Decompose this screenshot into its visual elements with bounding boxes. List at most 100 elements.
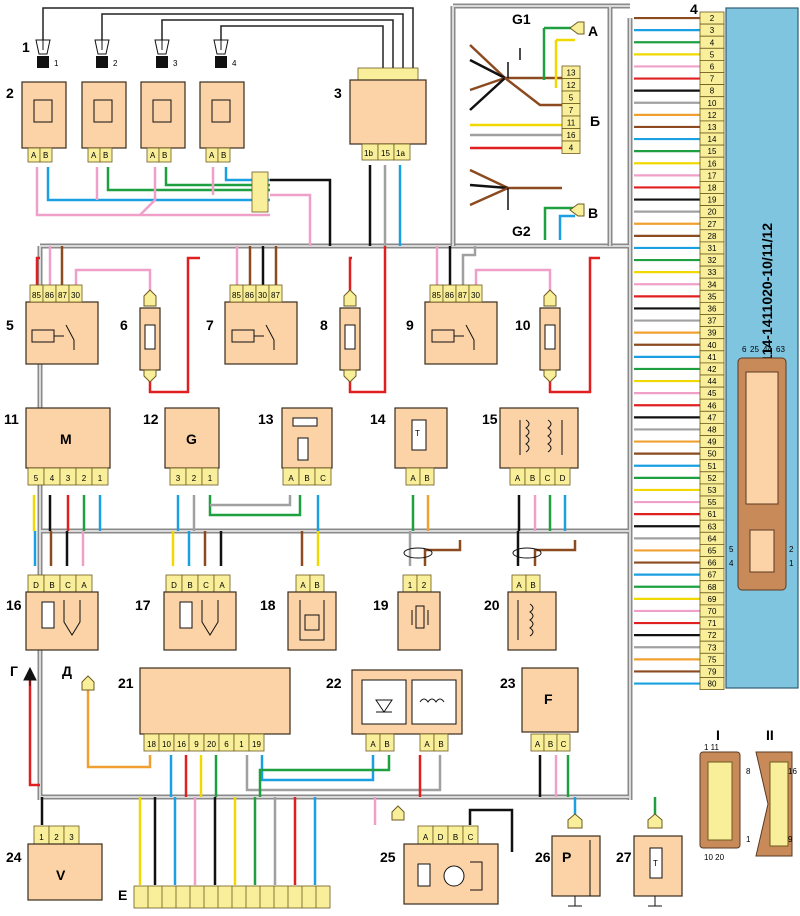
- callout-18: 18: [260, 597, 276, 613]
- pin-box: [268, 284, 283, 303]
- ecu-pin-label: 75: [708, 655, 717, 664]
- pin-label: B: [187, 581, 192, 590]
- pin-label: B: [314, 581, 319, 590]
- pin-label: C: [545, 474, 551, 483]
- callout-24: 24: [6, 849, 22, 865]
- pin-label: D: [438, 833, 444, 842]
- ecu-pin-label: 63: [708, 522, 717, 531]
- motor-label: M: [60, 431, 72, 447]
- ecu-pin-label: 48: [708, 426, 717, 435]
- pin-label: B: [548, 740, 553, 749]
- pin-label: A: [424, 740, 430, 749]
- ecu-pin-label: 73: [708, 643, 717, 652]
- ecu-conn-num-4: 4: [729, 559, 734, 568]
- plug-num-1: 1: [54, 59, 59, 68]
- pin-box: [248, 733, 265, 752]
- ecu-pin-label: 3: [710, 26, 715, 35]
- pin-label: 30: [71, 291, 80, 300]
- injector-1: A B: [21, 81, 67, 163]
- pin-box: [91, 467, 109, 486]
- spark-plug-2-icon: [94, 39, 110, 68]
- pin-label: 30: [471, 291, 480, 300]
- spark-plug-3-icon: [154, 39, 170, 68]
- callout-2: 2: [6, 85, 14, 101]
- pin-label: 2: [422, 581, 427, 590]
- ecu-pin-label: 32: [708, 256, 717, 265]
- ecu-pin-label: 37: [708, 317, 717, 326]
- pin-label: 13: [567, 69, 576, 78]
- pin-label: B: [384, 740, 389, 749]
- pin-box: [468, 284, 483, 303]
- ecu-pin-label: 35: [708, 292, 717, 301]
- pin-label: A: [516, 581, 522, 590]
- callout-1: 1: [22, 39, 30, 55]
- v-label: V: [56, 867, 66, 883]
- callout-16: 16: [6, 597, 22, 613]
- injector-3: A B: [140, 81, 186, 163]
- pin-box: [419, 467, 435, 486]
- ecu-pin-label: 16: [708, 159, 717, 168]
- pin-label: 1: [239, 740, 244, 749]
- ecu-pin-label: 49: [708, 438, 717, 447]
- pin-label: 16: [567, 131, 576, 140]
- ecu-pin-label: 17: [708, 171, 717, 180]
- ecu-pin-label: 55: [708, 498, 717, 507]
- ecu-pin-label: 12: [708, 111, 717, 120]
- plug-num-2: 2: [113, 59, 118, 68]
- pin-box: [68, 284, 83, 303]
- ecu-pin-label: 46: [708, 401, 717, 410]
- pin-box: [433, 733, 449, 752]
- inj1-pin-a: A: [31, 151, 37, 160]
- pin-label: 4: [50, 474, 55, 483]
- callout-12: 12: [143, 411, 159, 427]
- ecu-pin-label: 31: [708, 244, 717, 253]
- ecu-pin-label: 53: [708, 486, 717, 495]
- ecu-part-number: 21114-1411020-10/11/12: [759, 223, 775, 377]
- ecu-pin-label: 7: [710, 75, 715, 84]
- ecu-pin-label: 8: [710, 87, 715, 96]
- callout-14: 14: [370, 411, 386, 427]
- pin-label: 2: [192, 474, 197, 483]
- injectors: 2 A B A B A B A B: [6, 81, 269, 213]
- callout-17: 17: [135, 597, 151, 613]
- pin-label: A: [370, 740, 376, 749]
- ecu-unit: 21114-1411020-10/11/12 4 234567810121314…: [690, 1, 799, 691]
- ecu-pin-label: 79: [708, 668, 717, 677]
- ecu-pin-label: 80: [708, 680, 717, 689]
- plug-num-3: 3: [173, 59, 178, 68]
- pin-label: 16: [177, 740, 186, 749]
- pin-label: 2: [82, 474, 87, 483]
- ecu-pin-label: 69: [708, 595, 717, 604]
- pin-label: B: [424, 474, 429, 483]
- s26-p-label: P: [562, 849, 571, 865]
- conn-ii-1: 1: [746, 835, 751, 844]
- callout-23: 23: [500, 675, 516, 691]
- pin-label: D: [560, 474, 566, 483]
- callout-3: 3: [334, 85, 342, 101]
- pin-label: 86: [245, 291, 254, 300]
- pin-label: B: [453, 833, 458, 842]
- ecu-pin-label: 40: [708, 341, 717, 350]
- callout-26: 26: [535, 849, 551, 865]
- ecu-pin-label: 39: [708, 329, 717, 338]
- pin-label: 20: [207, 740, 216, 749]
- ecu-pin-label: 5: [710, 50, 715, 59]
- pin-label: C: [203, 581, 209, 590]
- ecu-conn-num-44: 44: [763, 345, 772, 354]
- ecu-connector: 6 25 44 63 5 4 2 1: [729, 345, 794, 591]
- callout-19: 19: [373, 597, 389, 613]
- callout-10: 10: [515, 317, 531, 333]
- ecu-pin-label: 45: [708, 389, 717, 398]
- ecu-pin-label: 47: [708, 413, 717, 422]
- callout-27: 27: [616, 849, 632, 865]
- pin-label: C: [320, 474, 326, 483]
- inj3-pin-a: A: [150, 151, 156, 160]
- ecu-pin-label: 18: [708, 184, 717, 193]
- ecu-callout-number: 4: [690, 1, 698, 17]
- pin-label: 10: [162, 740, 171, 749]
- pin-label: 6: [224, 740, 229, 749]
- pin-label: A: [288, 474, 294, 483]
- pin-label: 2: [54, 833, 59, 842]
- pin-label: A: [515, 474, 521, 483]
